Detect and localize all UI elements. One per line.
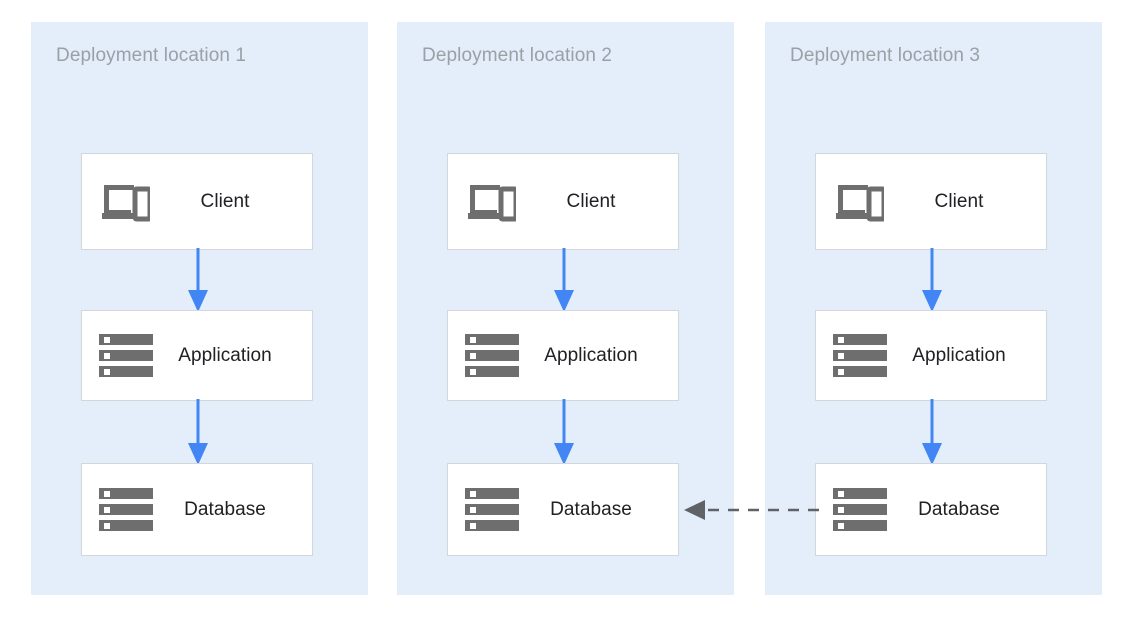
connector-client-to-application [546, 248, 582, 314]
devices-icon [464, 178, 520, 226]
deployment-location-panel-2: Deployment location 2 Client [397, 22, 734, 595]
server-icon [98, 332, 154, 380]
node-client[interactable]: Client [815, 153, 1047, 250]
node-application[interactable]: Application [815, 310, 1047, 401]
server-icon [832, 332, 888, 380]
devices-icon [832, 178, 888, 226]
node-database[interactable]: Database [81, 463, 313, 556]
server-icon [464, 332, 520, 380]
node-label: Database [184, 498, 266, 520]
node-client[interactable]: Client [447, 153, 679, 250]
connector-database3-to-database2 [679, 494, 819, 526]
node-label: Client [200, 190, 250, 212]
node-label: Client [934, 190, 984, 212]
deployment-location-panel-3: Deployment location 3 Client [765, 22, 1102, 595]
node-label: Database [550, 498, 632, 520]
deployment-location-panel-1: Deployment location 1 Client [31, 22, 368, 595]
node-database[interactable]: Database [447, 463, 679, 556]
node-label: Client [566, 190, 616, 212]
panel-title: Deployment location 3 [790, 45, 981, 66]
node-application[interactable]: Application [447, 310, 679, 401]
node-label: Application [912, 344, 1006, 366]
panel-title: Deployment location 1 [56, 45, 247, 66]
node-application[interactable]: Application [81, 310, 313, 401]
node-label: Database [918, 498, 1000, 520]
connector-client-to-application [914, 248, 950, 314]
server-icon [98, 486, 154, 534]
node-label: Application [544, 344, 638, 366]
server-icon [464, 486, 520, 534]
connector-application-to-database [914, 399, 950, 467]
server-icon [832, 486, 888, 534]
connector-application-to-database [180, 399, 216, 467]
devices-icon [98, 178, 154, 226]
node-label: Application [178, 344, 272, 366]
panel-title: Deployment location 2 [422, 45, 613, 66]
node-client[interactable]: Client [81, 153, 313, 250]
connector-application-to-database [546, 399, 582, 467]
connector-client-to-application [180, 248, 216, 314]
node-database[interactable]: Database [815, 463, 1047, 556]
